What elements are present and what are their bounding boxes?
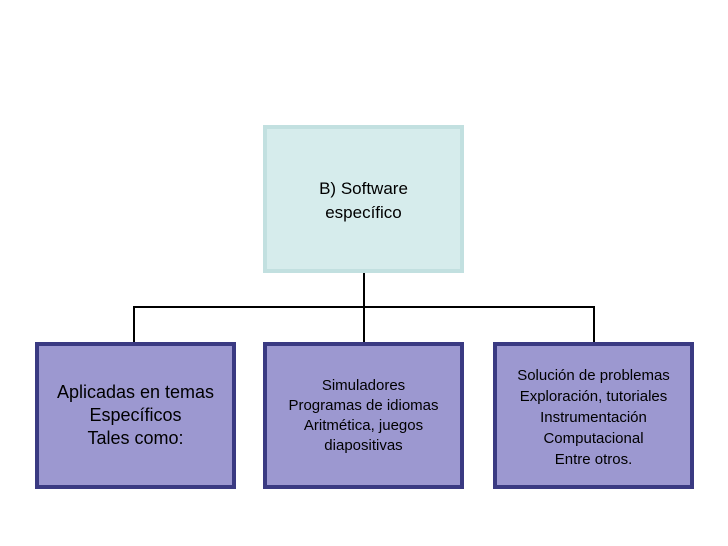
child-3-line-2: Exploración, tutoriales bbox=[519, 388, 668, 405]
child-1-line-2: Específicos bbox=[89, 405, 182, 425]
child-3-line-1: Solución de problemas bbox=[517, 367, 670, 384]
child-node-simuladores: Simuladores Programas de idiomas Aritmét… bbox=[263, 342, 464, 489]
child-1-line-1: Aplicadas en temas bbox=[56, 382, 215, 402]
child-2-line-1: Simuladores bbox=[321, 376, 406, 394]
child-1-line-3: Tales como: bbox=[87, 428, 184, 448]
child-3-line-3: Instrumentación bbox=[540, 409, 647, 426]
root-node-line-2: específico bbox=[325, 203, 402, 222]
root-node-line-1: B) Software bbox=[319, 179, 408, 198]
child-3-line-4: Computacional bbox=[543, 430, 644, 447]
child-node-aplicadas: Aplicadas en temas Específicos Tales com… bbox=[35, 342, 236, 489]
child-2-line-4: diapositivas bbox=[324, 436, 403, 454]
root-node-software-especifico: B) Software específico bbox=[263, 125, 464, 273]
child-2-line-3: Aritmética, juegos bbox=[303, 416, 424, 434]
child-2-line-2: Programas de idiomas bbox=[288, 396, 439, 414]
child-3-line-5: Entre otros. bbox=[554, 451, 633, 468]
child-node-solucion-problemas: Solución de problemas Exploración, tutor… bbox=[493, 342, 694, 489]
